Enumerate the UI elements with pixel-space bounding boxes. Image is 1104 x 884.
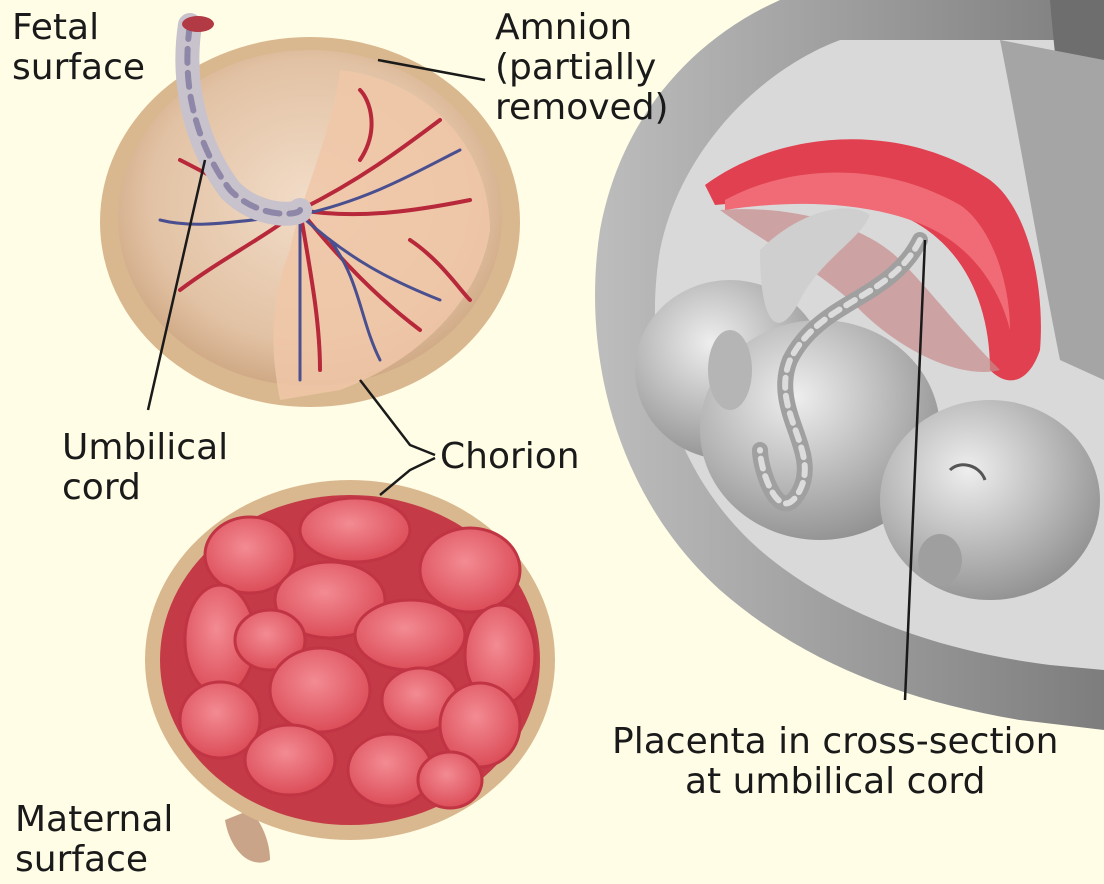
maternal-surface-label: Maternal surface [15,800,173,880]
fetus-foot [708,330,752,410]
fetus-ear [918,534,962,586]
maternal-surface-disc [145,480,555,863]
chorion-label: Chorion [440,437,580,477]
amnion-label: Amnion (partially removed) [495,8,669,128]
umbilical-cord-label: Umbilical cord [62,428,228,508]
fetal-surface-label: Fetal surface [12,8,145,88]
placenta-cross-section-label: Placenta in cross-section at umbilical c… [612,722,1058,802]
uterus-cross-section [595,0,1104,730]
cord-cut-end [182,16,214,32]
